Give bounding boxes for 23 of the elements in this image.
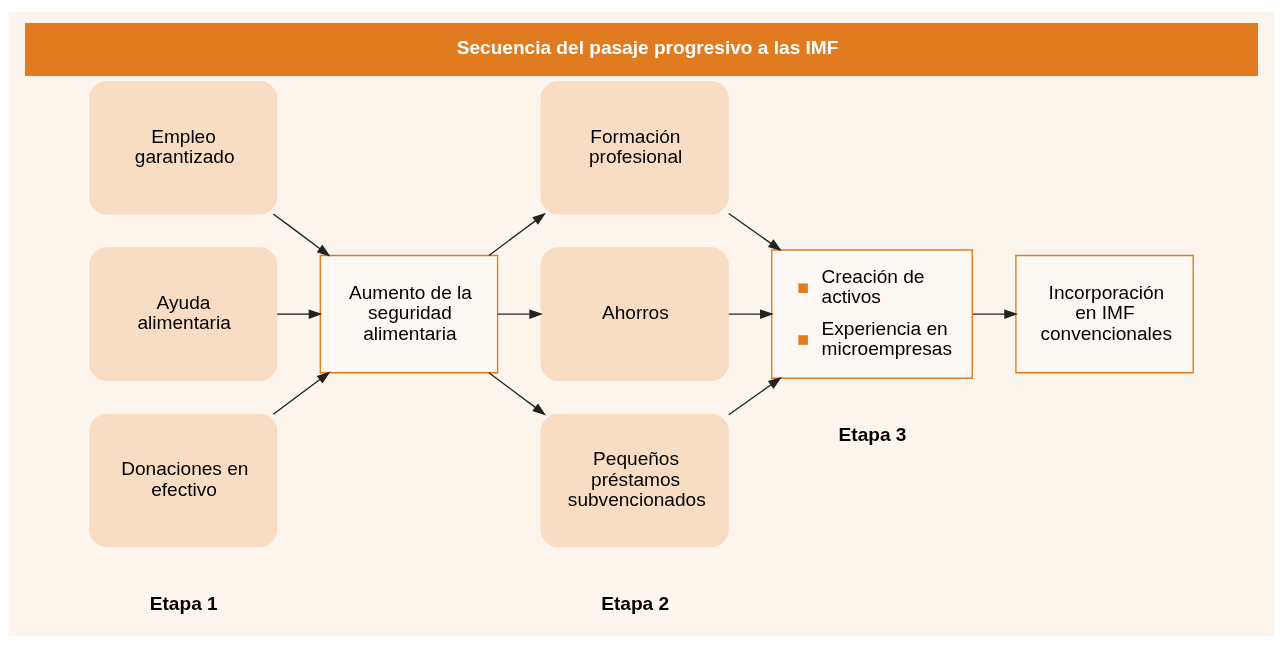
- node-box: Empleo garantizado: [89, 80, 278, 215]
- node-box: Ayuda alimentaria: [89, 247, 278, 381]
- arrow: [272, 213, 331, 257]
- arrow: [728, 212, 782, 252]
- arrow: [728, 309, 774, 319]
- arrow: [497, 309, 543, 319]
- arrow: [276, 309, 323, 319]
- label: Etapa 2: [601, 592, 670, 614]
- node-box: Creación de activos Experiencia en microempresas: [771, 249, 973, 379]
- label: Etapa 3: [838, 423, 907, 445]
- arrow: [728, 377, 782, 416]
- arrow: [272, 371, 331, 415]
- node-box: Ahorros: [540, 247, 729, 381]
- node-box: Pequeños préstamos subvencionados: [540, 413, 729, 548]
- arrow: [488, 212, 546, 257]
- label: Etapa 1: [149, 592, 218, 614]
- diagram-title: Secuencia del pasaje progresivo a las IMF: [456, 36, 839, 58]
- node-box: Incorporación en IMF convencionales: [1015, 254, 1194, 374]
- node-box: Aumento de la seguridad alimentaria: [319, 254, 499, 374]
- node-box: Formación profesional: [540, 80, 729, 215]
- node-box: Donaciones en efectivo: [89, 413, 278, 548]
- arrow: [488, 372, 546, 416]
- arrow: [972, 309, 1018, 319]
